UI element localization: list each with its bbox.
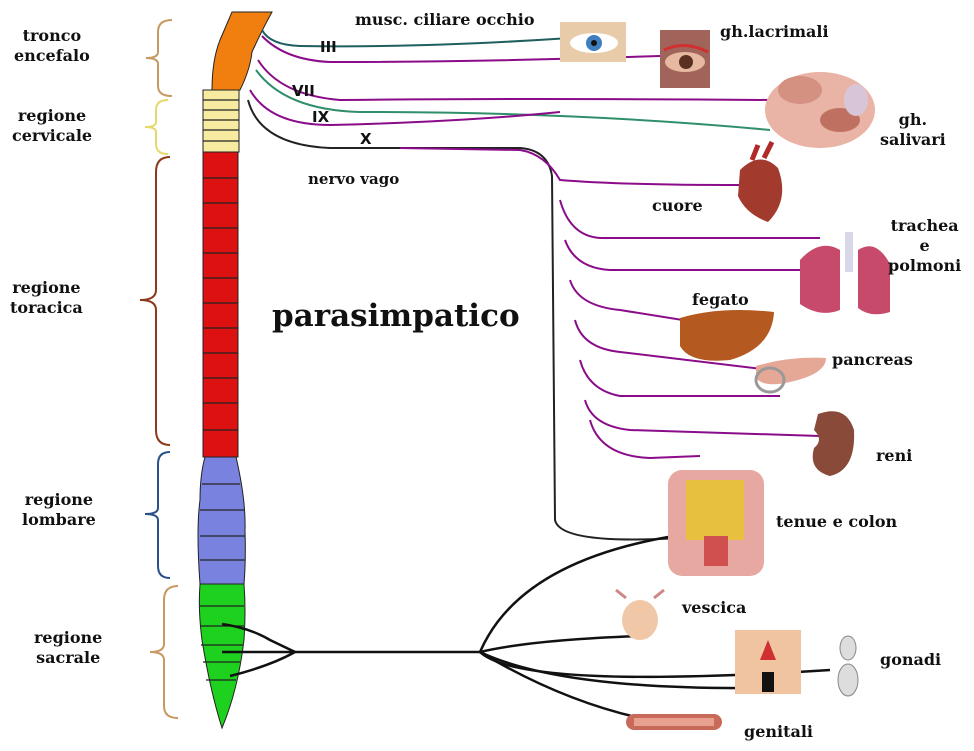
organ-illustrations [560, 22, 890, 730]
nerve-label-III: III [320, 38, 337, 56]
lungs-icon [800, 232, 890, 314]
organ-label-lacrimali: gh.lacrimali [720, 22, 829, 42]
kidney-icon [813, 411, 854, 476]
genitals-icon [626, 714, 722, 730]
organ-label-salivari: gh.salivari [880, 110, 946, 150]
organ-label-genitali: genitali [744, 722, 813, 742]
brace-toracica [140, 157, 170, 445]
salivary-glands-icon [765, 72, 875, 148]
label-tronco: troncoencefalo [14, 26, 90, 66]
brace-tronco [146, 20, 172, 96]
nerve-III [262, 30, 570, 46]
lumbar-segment [198, 457, 245, 584]
nerve-label-IX: IX [312, 108, 329, 126]
heart-icon [738, 142, 782, 222]
cervical-segment [203, 90, 239, 152]
organ-label-pancreas: pancreas [832, 350, 913, 370]
diagram-title: parasimpatico [272, 298, 520, 334]
eye-icon [560, 22, 626, 62]
pelvis-icon [735, 630, 801, 694]
pancreas-icon [756, 358, 826, 392]
liver-icon [680, 310, 774, 361]
nerve-label-VII: VII [292, 82, 315, 100]
label-cervicale: regionecervicale [12, 106, 92, 146]
organ-label-gonadi: gonadi [880, 650, 941, 670]
organ-label-fegato: fegato [692, 290, 749, 310]
brace-sacrale [150, 586, 178, 718]
cranial-nerves [248, 30, 770, 540]
intestine-icon [668, 470, 764, 576]
nerve-label-X: X [360, 130, 372, 148]
nerve-label-vago: nervo vago [308, 170, 399, 189]
thoracic-segment [203, 152, 238, 457]
label-lombare: regionelombare [22, 490, 96, 530]
region-braces [140, 20, 178, 718]
gonads-icon [838, 636, 858, 696]
organ-label-reni: reni [876, 446, 912, 466]
organ-label-vescica: vescica [682, 598, 746, 618]
organ-label-polmoni: tracheaepolmoni [888, 216, 961, 276]
spinal-cord [198, 12, 272, 728]
lacrimal-gland-icon [660, 30, 710, 88]
organ-label-occhio: musc. ciliare occhio [355, 10, 535, 30]
label-toracica: regionetoracica [10, 278, 83, 318]
bladder-icon [616, 590, 664, 640]
label-sacrale: regionesacrale [34, 628, 102, 668]
brace-cervicale [145, 100, 168, 154]
organ-label-cuore: cuore [652, 196, 703, 216]
nerve-vago-purple [400, 148, 740, 185]
brace-lombare [145, 452, 170, 578]
organ-label-colon: tenue e colon [776, 512, 897, 532]
